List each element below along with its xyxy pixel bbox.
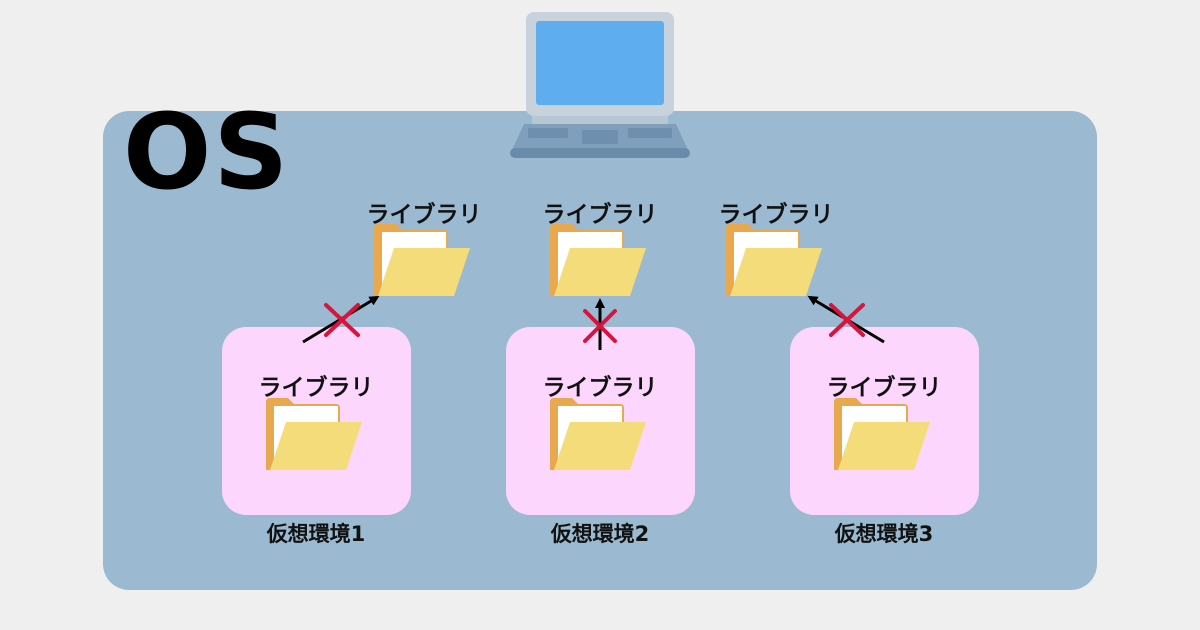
virtual-env-name-2: 仮想環境2 [550,522,650,546]
env-library-label-3: ライブラリ [826,375,942,401]
virtual-env-name-1: 仮想環境1 [266,522,366,546]
folder-icon [266,398,362,470]
top-library-label-2: ライブラリ [542,202,658,228]
os-title: OS [123,91,291,213]
folder-icon [374,224,470,296]
folder-icon [550,398,646,470]
folder-icon [834,398,930,470]
top-library-label-3: ライブラリ [718,202,834,228]
folder-icon [550,224,646,296]
top-library-label-1: ライブラリ [366,202,482,228]
env-library-label-2: ライブラリ [542,375,658,401]
virtual-env-name-3: 仮想環境3 [834,522,934,546]
env-library-label-1: ライブラリ [258,375,374,401]
folder-icon [726,224,822,296]
laptop-icon [510,12,690,158]
